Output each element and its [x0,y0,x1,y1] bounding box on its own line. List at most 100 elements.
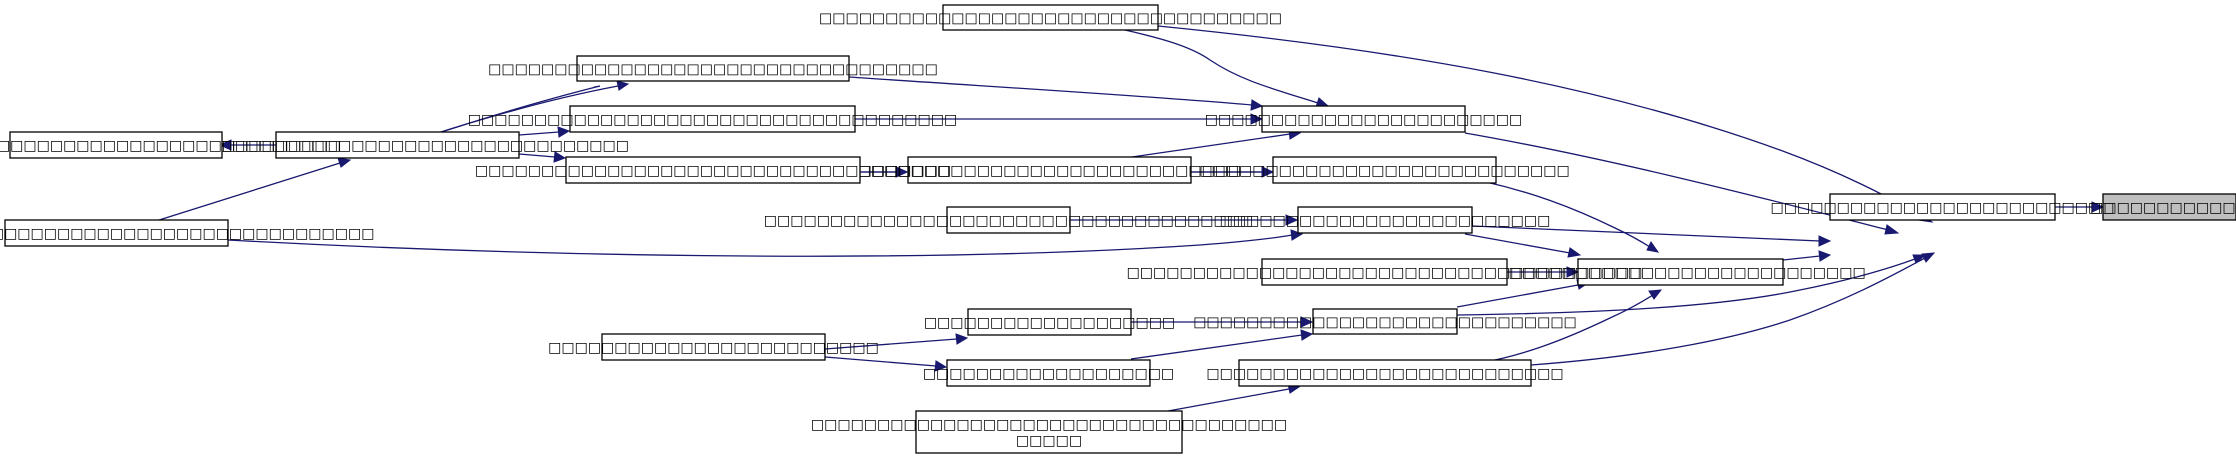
edge-n12-n1 [1456,258,1916,316]
node-label: □□□□□□□□□□□□□□□□□□□□□□□□ [1205,112,1522,128]
edge-n23-n24-head [934,360,948,372]
edge-n18-n19-head [553,151,567,163]
node-label: □□□□□□□□□□□□□□□□□□□□□□□□□□□□□ [1193,315,1577,331]
edge-n3-n1 [1782,255,1821,261]
edge-n3-n1-head [1818,250,1832,262]
edge-n12-n3 [1456,284,1579,308]
node-box [1312,308,1458,335]
node-label: □□□□□□□□□□□□□□□□□□□□□□□□□□□□□□□□□□□□□□□ [1127,265,1643,281]
graph-node-n5[interactable]: □□□□□□□□□□□□□□□□□□□□□□□□□□□□□□□□□□ [488,55,938,82]
graph-node-n18[interactable]: □□□□□□□□□□□□□□□□□□□□□□□□□□□□□□□□□□□ [166,131,629,159]
edge-layer [155,25,2105,412]
graph-node-n3[interactable]: □□□□□□□□□□□□□□□□□□□□□□□□□□□□ [1495,258,1866,286]
edge-n17-n18-head [337,157,352,168]
node-label: □□□□□□□□□□□□□□□□□□□□□□□□□□□□□□□□□□□□□ [764,213,1253,229]
graph-node-n13[interactable]: □□□□□□□□□□□□□□□□□□□□□□□□□□□ [1206,359,1564,387]
node-box [601,333,826,361]
node-box [1829,193,2056,221]
node-label: □□□□□□□□□□□□□□□□□□□□□□□□□□□□□□□□□□□□ [475,163,951,179]
edge-n18-n6-head [557,126,571,138]
node-box [1238,359,1532,387]
graph-node-n10[interactable]: □□□□□□□□□□□□□□□□□□□□□□□□□□□□ [1199,156,1570,184]
node-label: □□□□□□□□□□□□□□□□□□□□□□□□□□□□ [1199,163,1569,179]
graph-node-n11[interactable]: □□□□□□□□□□□□□□□□□□□□□□□□□□□□□□□□□□□□□□□ [1127,258,1643,286]
edge-n23-n24 [824,356,937,367]
node-box [967,308,1132,336]
node-label: □□□□□□□□□□□□□□□□□□□□□□□□□□ [1771,200,2115,216]
graph-node-n7[interactable]: □□□□□□□□□□□□□□□□□□□□□□□□□□□□□□□□□□□□□ [764,206,1253,234]
node-label: □□□□□□□□□□□□□□□□□□□□□□□□□ [548,340,879,356]
edge-n18-n5-b [437,85,619,134]
edge-n9-n1-head [1818,235,1832,247]
node-box [576,55,850,82]
graph-node-n1[interactable]: □□□□□□□□□□□□□□□□□□□□□□□□□□ [1771,193,2115,221]
edge-n13-n1 [1530,257,1926,366]
edge-n9-n3 [1464,233,1571,254]
node-label: □□□□□□□□□□□□□□□□□□□□□□□□□ [1220,213,1551,229]
edge-n1-n0-head [2091,201,2105,213]
edge-n12-n1-head [1912,254,1927,264]
graph-node-n14[interactable]: □□□□□□□□□□□□□□□□□□□ [924,308,1175,336]
graph-node-n4[interactable]: □□□□□□□□□□□□□□□□□□□□□□□□□□□□□□□□□□□ [819,4,1282,31]
edge-n16-n12-head [1300,329,1314,341]
graph-node-n21[interactable]: □□□□□□□□□□□□□□□□□□□□□□□□□□□□□□□□□□ [0,131,341,159]
node-box [275,131,520,159]
node-box [946,359,1151,387]
node-label: □□□□□□□□□□□□ [2090,200,2236,216]
edge-n4-n1 [1157,25,1923,218]
node-label: □□□□□□□□□□□□□□□□□□□□□□□□□□□□ [1495,265,1865,281]
edge-n2-n1-head [1884,224,1900,235]
node-box [946,206,1071,234]
edge-n17-n18 [155,162,341,222]
node-box [1272,156,1497,184]
node-box [569,105,856,133]
edge-n13-n3 [1479,294,1654,364]
edge-n14-n9-head [1285,214,1299,226]
node-label: □□□□□□□□□□□□□□□□□□□□□□□□□□□□□□□□□□□ [819,11,1282,27]
node-label: □□□□□□□□□□□□□□□□□□□□□□□□□□□□□□□□□□□□□□□ [0,226,374,242]
graph-node-n0[interactable]: □□□□□□□□□□□□ [2090,193,2236,221]
node-box [1297,206,1473,234]
graph-node-n9[interactable]: □□□□□□□□□□□□□□□□□□□□□□□□□ [1220,206,1551,234]
edge-n16-n12 [1130,334,1303,360]
edge-n5-n2 [848,76,1253,106]
node-label: □□□□□□□□□□□□□□□□□□□□□□□□□□□□□□□□□□ [0,138,341,154]
edge-n17-n9 [227,234,1293,257]
graph-node-n8[interactable]: □□□□□□□□□□□□□□□□□□□□□□□□□□□□□ [858,156,1242,184]
node-label: □□□□□□□□□□□□□□□□□□□□□□□□□□□□□□□□□□ [488,62,938,78]
edge-n10-n3 [1485,181,1651,248]
node-box [1261,105,1466,133]
node-label: □□□□□□□□□□□□□□□□□□□□□□□□□□□ [1206,366,1563,382]
node-label: □□□□□□□□□□□□□□□□□□□ [923,366,1174,382]
node-label: □□□□□□□□□□□□□□□□□□□ [924,315,1175,331]
node-label: □□□□□□□□□□□□□□□□□□□□□□□□□□□□□□□□□□□□□ [468,112,957,128]
edge-n18-n5-head [616,80,630,91]
node-box [9,131,223,159]
graph-node-n2[interactable]: □□□□□□□□□□□□□□□□□□□□□□□□ [1205,105,1522,133]
node-label: □□□□□□□□□□□□□□□□□□□□□□□□□□□□□□□□□□□ [166,138,629,154]
node-box [1577,258,1784,286]
edge-n23-n22-head [955,333,969,345]
edge-n8-n2 [1131,133,1291,158]
edge-n11-n3-head [1566,266,1580,278]
graph-node-n6[interactable]: □□□□□□□□□□□□□□□□□□□□□□□□□□□□□□□□□□□□□ [468,105,957,133]
edge-n5-n2-head [1250,99,1264,111]
graph-node-n17[interactable]: □□□□□□□□□□□□□□□□□□□□□□□□□□□□□□□□□□□□□□□ [0,219,374,247]
graph-node-n23[interactable]: □□□□□□□□□□□□□□□□□□□□□□□□□ [548,333,879,361]
edge-n23-n22 [824,338,958,350]
edge-n9-n3-head [1567,247,1582,258]
node-box [2102,193,2236,221]
edge-n18-n21-head [218,139,232,151]
graph-node-n16[interactable]: □□□□□□□□□□□□□□□□□□□ [923,359,1174,387]
graph-node-n12[interactable]: □□□□□□□□□□□□□□□□□□□□□□□□□□□□□ [1193,308,1577,335]
graph-node-n19[interactable]: □□□□□□□□□□□□□□□□□□□□□□□□□□□□□□□□□□□□ [475,156,951,184]
node-layer: □□□□□□□□□□□□□□□□□□□□□□□□□□□□□□□□□□□□□□□□… [0,4,2236,454]
node-label: □□□□□□□□□□□□□□□□□□□□□□□□□□□□□□□□□□□□ [811,417,1287,433]
graph-node-n25[interactable]: □□□□□□□□□□□□□□□□□□□□□□□□□□□□□□□□□□□□□□□□… [811,410,1287,454]
node-label: □□□□□□□□□□□□□□□□□□□□□□□□□□□□□ [858,163,1242,179]
node-label: □□□□□ [1016,433,1082,449]
node-box [907,156,1192,184]
edge-n18-n6 [518,131,560,136]
edge-n4-n2 [1124,29,1319,104]
